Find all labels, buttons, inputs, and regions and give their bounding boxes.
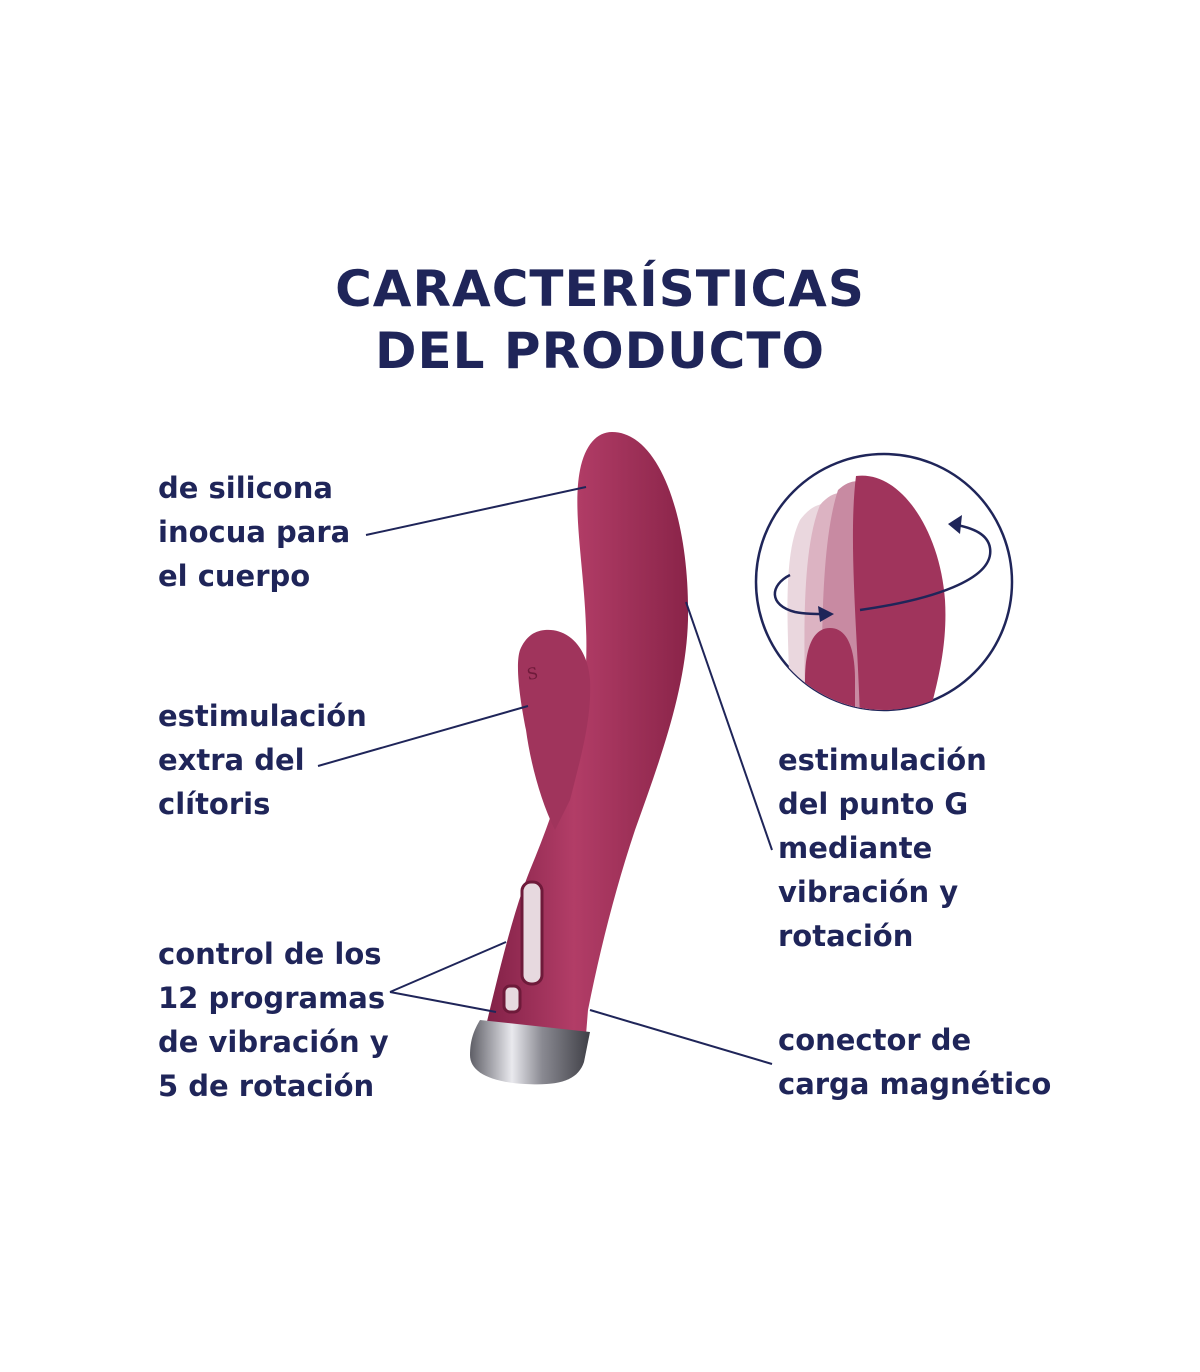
title-line-1: CARACTERÍSTICAS	[335, 260, 865, 318]
feature-controls: control de los 12 programas de vibración…	[158, 932, 389, 1108]
rotation-arrow-icon	[948, 515, 962, 534]
page-title: CARACTERÍSTICAS DEL PRODUCTO	[0, 258, 1200, 382]
feature-line: extra del	[158, 743, 305, 777]
feature-line: conector de	[778, 1023, 972, 1057]
leader-lines	[317, 486, 773, 1065]
feature-line: estimulación	[158, 699, 367, 733]
feature-line: del punto G	[778, 787, 969, 821]
feature-line: 12 programas	[158, 981, 386, 1015]
feature-line: el cuerpo	[158, 559, 311, 593]
feature-line: vibración y	[778, 875, 959, 909]
feature-line: rotación	[778, 919, 914, 953]
feature-clitoral: estimulación extra del clítoris	[158, 694, 367, 826]
feature-silicone: de silicona inocua para el cuerpo	[158, 466, 350, 598]
vibrator-body: S	[470, 432, 689, 1085]
clitoral-arm	[517, 629, 591, 830]
feature-line: control de los	[158, 937, 382, 971]
title-line-2: DEL PRODUCTO	[375, 322, 825, 380]
feature-line: estimulación	[778, 743, 987, 777]
feature-line: mediante	[778, 831, 933, 865]
control-button-plus	[520, 880, 544, 986]
logo-mark: S	[525, 663, 539, 684]
feature-line: 5 de rotación	[158, 1069, 375, 1103]
feature-line: de silicona	[158, 471, 333, 505]
feature-charging: conector de carga magnético	[778, 1018, 1051, 1106]
feature-line: inocua para	[158, 515, 351, 549]
feature-line: de vibración y	[158, 1025, 389, 1059]
rotation-detail-circle	[754, 452, 1014, 712]
rotation-arrow-icon	[818, 606, 834, 622]
feature-line: carga magnético	[778, 1067, 1052, 1101]
feature-line: clítoris	[158, 787, 271, 821]
control-button-minus	[502, 984, 522, 1014]
magnetic-charging-connector	[470, 1020, 590, 1085]
feature-gspot: estimulación del punto G mediante vibrac…	[778, 738, 987, 958]
